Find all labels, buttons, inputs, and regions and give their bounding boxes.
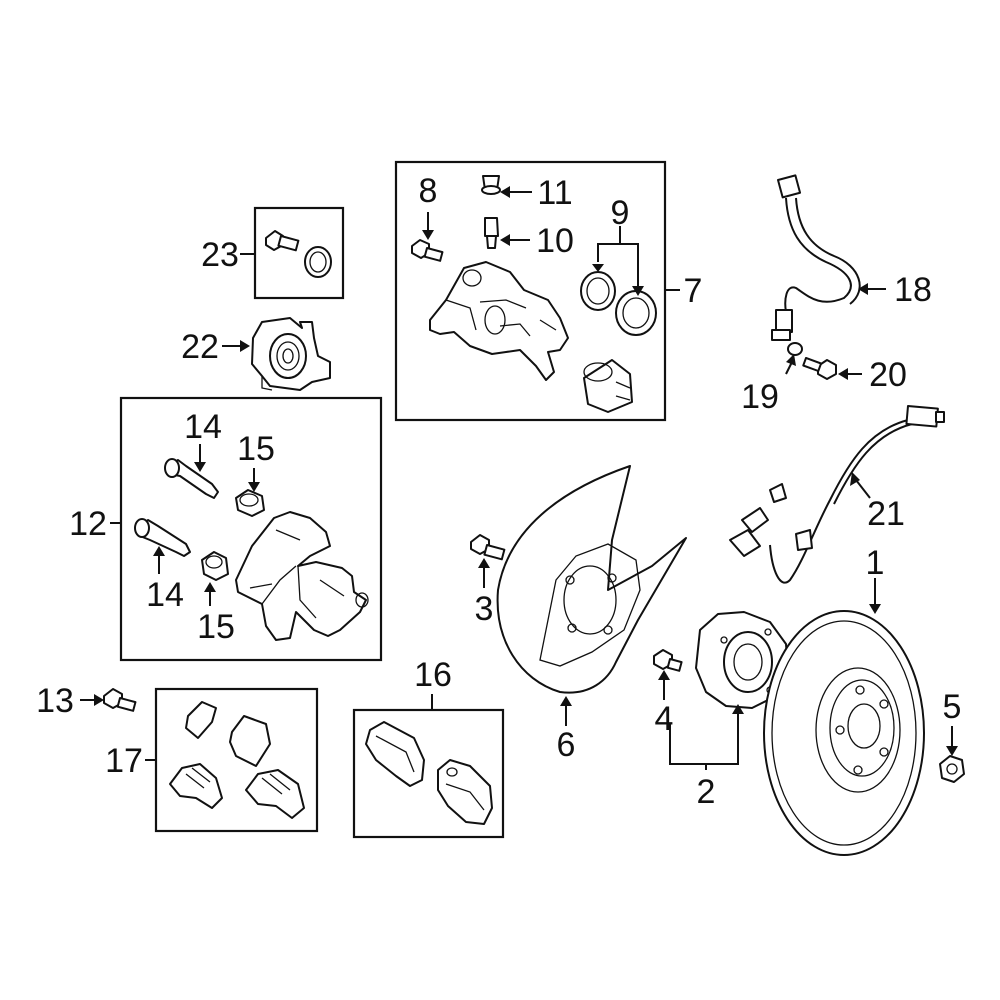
callout-15-lower: 15 (197, 608, 235, 646)
callout-2: 2 (697, 773, 716, 811)
callout-1: 1 (866, 544, 885, 582)
caliper-bracket-icon (134, 458, 369, 641)
callout-23: 23 (201, 236, 239, 274)
callout-14-lower: 14 (146, 576, 184, 614)
nut-icon (939, 755, 965, 783)
callout-4: 4 (655, 700, 674, 738)
callout-13: 13 (36, 682, 74, 720)
box-bracket-group (119, 396, 383, 662)
callout-11: 11 (537, 174, 572, 212)
callout-18: 18 (894, 271, 932, 309)
rotor-icon (763, 610, 925, 856)
callout-3: 3 (475, 590, 494, 628)
callout-8: 8 (419, 172, 438, 210)
box-pads-group (352, 708, 505, 839)
callout-6: 6 (557, 726, 576, 764)
bolt-icon (103, 688, 137, 712)
pad-clips-icon (169, 701, 305, 819)
bolt-icon (470, 534, 506, 561)
leader-lines (80, 186, 958, 770)
caliper-icon (411, 175, 657, 413)
brake-hose-icon (771, 174, 861, 380)
callout-22: 22 (181, 328, 219, 366)
callout-19: 19 (741, 378, 779, 416)
abs-sensor-icon (729, 405, 945, 584)
callout-12: 12 (69, 505, 107, 543)
callout-14-upper: 14 (184, 408, 222, 446)
callout-16: 16 (414, 656, 452, 694)
hub-bolt-icon (653, 649, 683, 672)
bolt-and-washer-icon (265, 230, 332, 278)
parking-motor-icon (251, 317, 331, 391)
callout-20: 20 (869, 356, 907, 394)
box-bolt-washer-group (253, 206, 345, 300)
callout-17: 17 (105, 742, 143, 780)
brake-pads-icon (365, 721, 493, 825)
callout-9: 9 (611, 194, 630, 232)
callout-10: 10 (536, 222, 574, 260)
hub-assembly-icon (695, 611, 789, 709)
splash-shield-icon (496, 465, 687, 694)
callout-7: 7 (684, 272, 703, 310)
callout-15-upper: 15 (237, 430, 275, 468)
callout-21: 21 (867, 495, 905, 533)
callout-5: 5 (943, 688, 962, 726)
